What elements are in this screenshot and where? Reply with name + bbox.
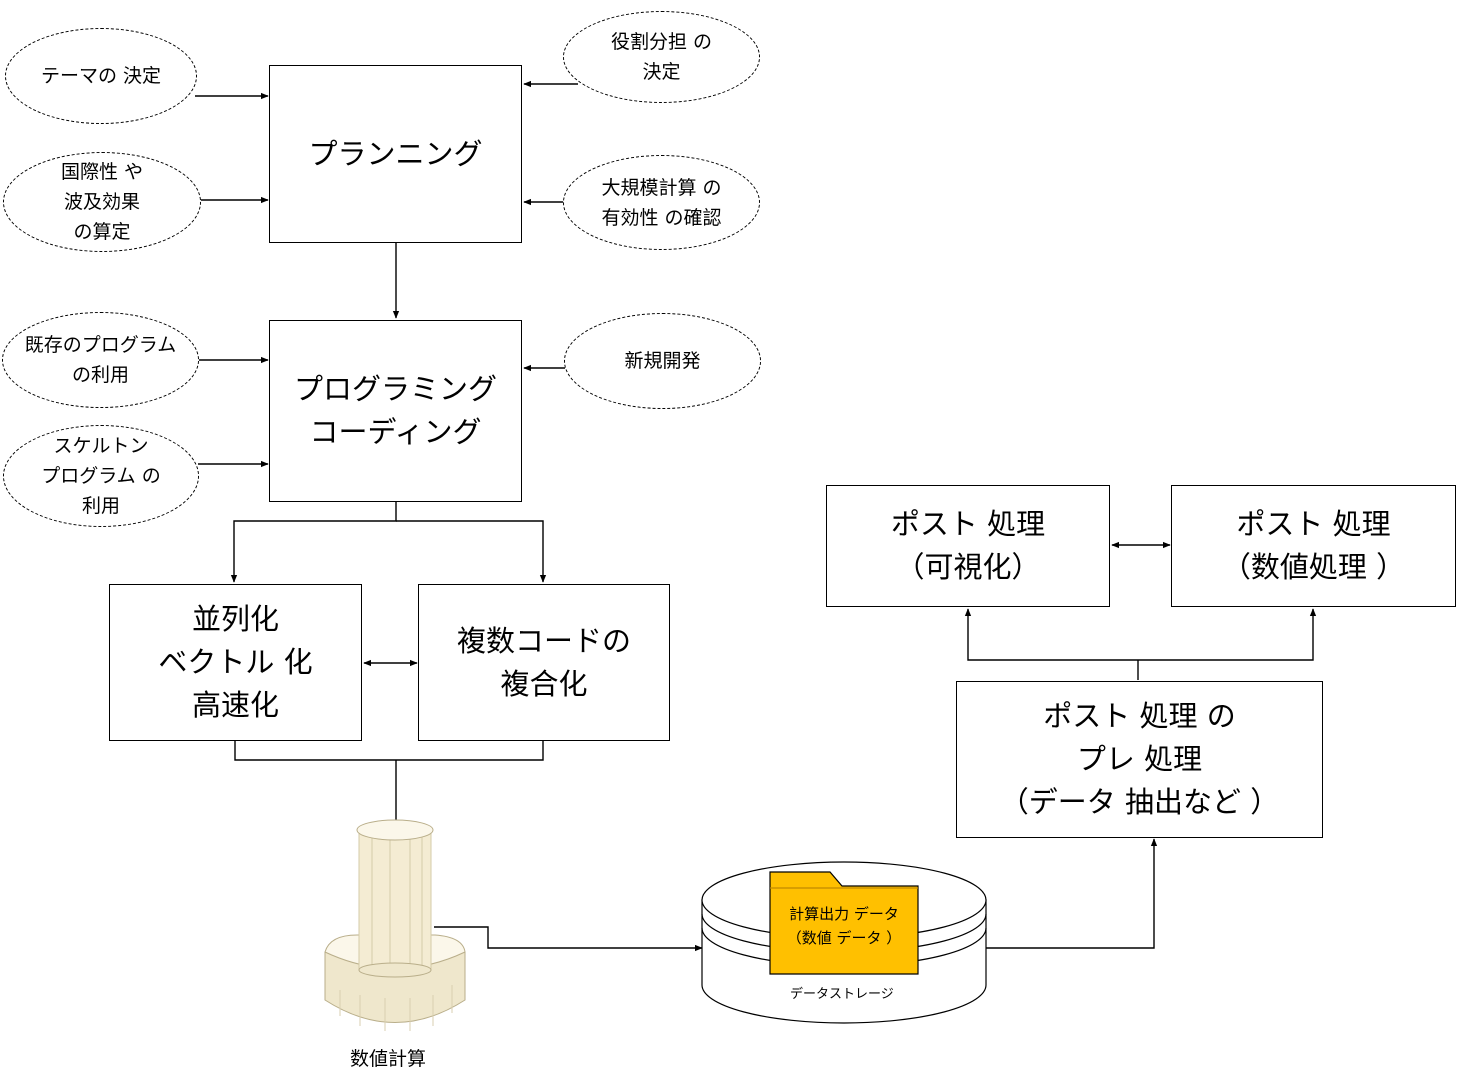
box-text: 複数コードの (456, 623, 631, 658)
ellipse-text: 既存のプログラム (24, 334, 177, 356)
box-text: プランニング (308, 136, 483, 171)
ellipse-role-assignment: 役割分担 の 決定 (563, 11, 760, 103)
box-parallelization: 並列化 ベクトル 化 高速化 (109, 584, 362, 741)
box-text: （可視化） (895, 550, 1041, 584)
arrow-programming-to-parallel (230, 502, 397, 583)
ellipse-text: 役割分担 の (610, 31, 713, 53)
ellipse-text: 波及効果 (63, 191, 140, 213)
box-text: ベクトル 化 (158, 645, 313, 679)
box-text: 複合化 (500, 666, 588, 701)
arrow-prepost-to-vis (964, 608, 1138, 661)
box-text: 高速化 (191, 688, 279, 722)
folder-label: 計算出力 データ （数値 データ ） (770, 902, 918, 950)
box-post-numeric: ポスト 処理 （数値処理 ） (1171, 485, 1456, 607)
folder-icon (769, 871, 919, 975)
box-text: （データ 抽出など ） (999, 785, 1280, 819)
arrow-programming-to-multicode (396, 520, 547, 583)
box-multi-code: 複数コードの 複合化 (418, 584, 670, 741)
box-text: ポスト 処理 (890, 507, 1046, 541)
ellipse-text: 新規開発 (624, 350, 701, 372)
arrow-prepost-to-num (1138, 608, 1317, 661)
box-text: （数値処理 ） (1221, 550, 1406, 584)
ellipse-new-development: 新規開発 (564, 313, 761, 409)
arrow-compute-to-storage (434, 926, 703, 952)
box-programming: プログラミング コーディング (269, 320, 522, 502)
box-text: プログラミング (293, 372, 497, 406)
ellipse-text: の算定 (73, 221, 131, 243)
folder-text-line: 計算出力 データ (789, 905, 899, 923)
box-text: プレ 処理 (1076, 742, 1203, 776)
ellipse-internationality: 国際性 や 波及効果 の算定 (3, 152, 201, 252)
compute-label: 数値計算 (350, 1048, 427, 1070)
storage-label: データストレージ (790, 987, 894, 1002)
ellipse-large-scale: 大規模計算 の 有効性 の確認 (563, 155, 760, 250)
ellipse-text: スケルトン (53, 435, 149, 457)
ellipse-theme-decision: テーマの 決定 (5, 28, 197, 124)
folder-text-line: （数値 データ ） (786, 929, 902, 947)
ellipse-text: 国際性 や (60, 161, 144, 183)
line-parallel-merge (234, 741, 544, 761)
ellipse-skeleton-program: スケルトン プログラム の 利用 (3, 425, 199, 527)
ellipse-text: の利用 (71, 364, 129, 386)
ellipse-text: 大規模計算 の (601, 176, 722, 199)
box-pre-post-processing: ポスト 処理 の プレ 処理 （データ 抽出など ） (956, 681, 1323, 838)
box-planning: プランニング (269, 65, 522, 243)
ellipse-text: 有効性 の確認 (601, 206, 722, 229)
compute-column-icon (324, 819, 466, 1031)
ellipse-text: テーマの 決定 (40, 65, 162, 87)
ellipse-text: プログラム の (41, 465, 161, 487)
box-text: 並列化 (191, 602, 279, 636)
box-post-visualization: ポスト 処理 （可視化） (826, 485, 1110, 607)
ellipse-text: 決定 (642, 61, 681, 83)
box-text: ポスト 処理 の (1043, 699, 1236, 733)
box-text: ポスト 処理 (1236, 507, 1391, 541)
ellipse-existing-program: 既存のプログラム の利用 (2, 312, 199, 408)
box-text: コーディング (309, 415, 482, 449)
arrow-storage-to-prepost (985, 838, 1158, 949)
ellipse-text: 利用 (81, 495, 120, 517)
